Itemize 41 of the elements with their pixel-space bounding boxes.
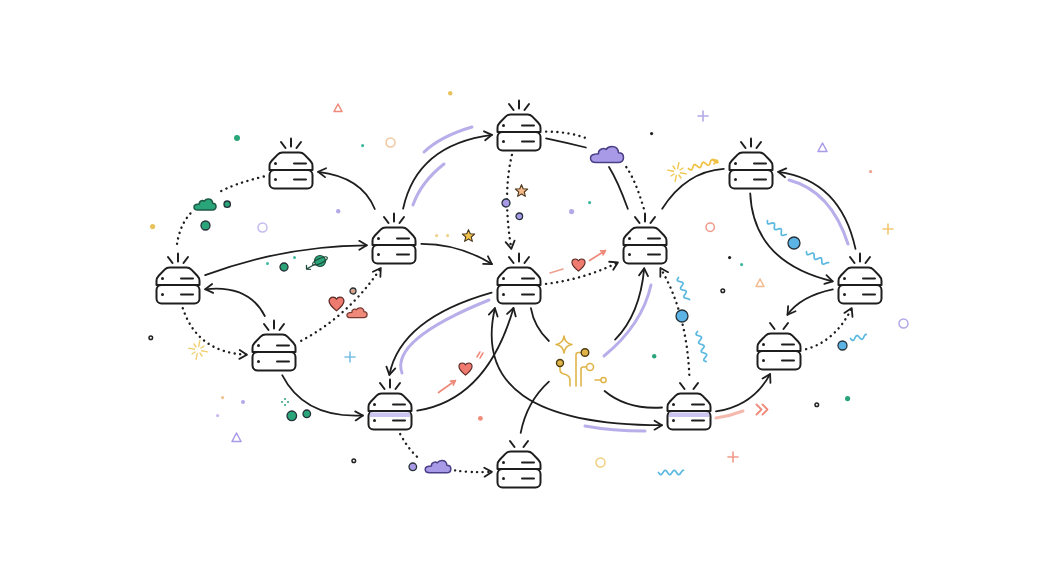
dotted-arrow [300,266,382,342]
dotted-arrow [181,307,249,360]
arrow [786,288,834,316]
server-icon [366,378,414,431]
arrow [488,307,663,431]
connector-line [545,137,587,149]
connector-line [661,167,725,210]
dotted-line [217,175,265,194]
dotted-arrow [804,306,854,351]
arrow [777,167,857,250]
dotted-arrow [659,266,691,376]
arrow [715,373,772,413]
dotted-arrow [504,153,516,250]
arrow [614,267,649,341]
arrow [749,192,834,285]
dotted-arrow [453,466,494,478]
arrow [317,167,376,210]
arrow [386,291,493,376]
server-icon [267,137,315,190]
server-icon [250,319,298,372]
cloud-icon [193,195,217,211]
arrow [204,240,368,276]
arrow [281,374,364,422]
dotted-line [625,165,646,210]
dotted-arrow [544,260,620,286]
arrow [420,242,493,265]
server-icon [836,252,884,305]
arrow [402,130,493,210]
server-icon [495,99,543,152]
server-icon [727,137,775,190]
server-icon [154,252,202,305]
dotted-line [544,130,589,141]
connector-line [519,380,550,434]
server-icon [495,252,543,305]
connector-line [603,390,663,409]
connector-line [608,166,629,210]
arrow [204,283,266,317]
server-icon [370,212,418,265]
connector-line [530,307,550,342]
server-icon [621,212,669,265]
arrow [416,307,517,412]
